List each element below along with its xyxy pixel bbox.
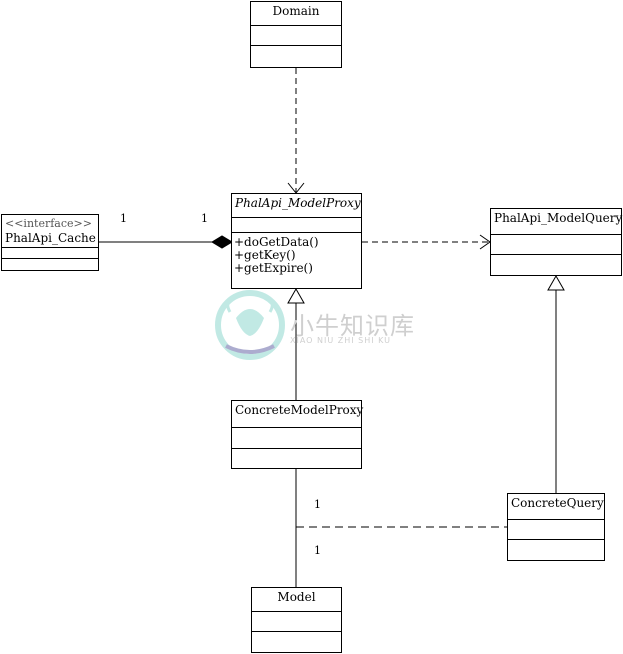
class-phalapi-modelquery[interactable]: PhalApi_ModelQuery: [490, 208, 622, 276]
class-model[interactable]: Model: [251, 587, 342, 653]
operations-section: [251, 46, 341, 67]
watermark-subtitle: XIAO NIU ZHI SHI KU: [290, 336, 392, 345]
operations-section: [252, 632, 341, 652]
attributes-section: [252, 612, 341, 632]
class-name: Domain: [251, 2, 341, 26]
class-name: PhalApi_ModelProxy: [232, 194, 361, 218]
class-name: PhalApi_Cache: [5, 231, 96, 245]
operation-item: +getExpire(): [234, 261, 313, 275]
class-concrete-query[interactable]: ConcreteQuery: [507, 493, 605, 561]
class-domain[interactable]: Domain: [250, 1, 342, 68]
attributes-section: [508, 520, 604, 540]
multiplicity-proxy: 1: [201, 212, 208, 225]
attributes-section: [251, 26, 341, 46]
watermark-logo: [215, 290, 285, 360]
class-phalapi-modelproxy[interactable]: PhalApi_ModelProxy +doGetData() +getKey(…: [231, 193, 362, 289]
stereotype-label: <<interface>>: [5, 217, 92, 230]
composition-diamond: [211, 235, 233, 249]
attributes-section: [232, 428, 361, 449]
generalization-triangle: [547, 274, 565, 291]
attributes-section: [232, 218, 361, 233]
operations-section: [2, 259, 98, 270]
operations-section: [491, 255, 621, 275]
operation-item: +doGetData(): [234, 235, 319, 249]
watermark-title: 小牛知识库: [290, 312, 415, 340]
multiplicity-model: 1: [314, 544, 321, 557]
multiplicity-concrete-proxy: 1: [314, 498, 321, 511]
operations-section: +doGetData() +getKey() +getExpire(): [232, 233, 361, 288]
class-name: PhalApi_ModelQuery: [491, 209, 622, 235]
multiplicity-cache: 1: [120, 212, 127, 225]
operations-section: [232, 449, 361, 468]
class-concrete-model-proxy[interactable]: ConcreteModelProxy: [231, 400, 363, 469]
class-phalapi-cache[interactable]: <<interface>> PhalApi_Cache: [1, 214, 99, 271]
attributes-section: [2, 248, 98, 259]
class-name: ConcreteQuery: [508, 494, 604, 520]
operation-item: +getKey(): [234, 248, 296, 262]
class-name: Model: [252, 588, 341, 612]
class-header: <<interface>> PhalApi_Cache: [2, 215, 98, 248]
class-name: ConcreteModelProxy: [232, 401, 363, 428]
generalization-triangle: [287, 287, 305, 304]
operations-section: [508, 540, 604, 560]
attributes-section: [491, 235, 621, 255]
